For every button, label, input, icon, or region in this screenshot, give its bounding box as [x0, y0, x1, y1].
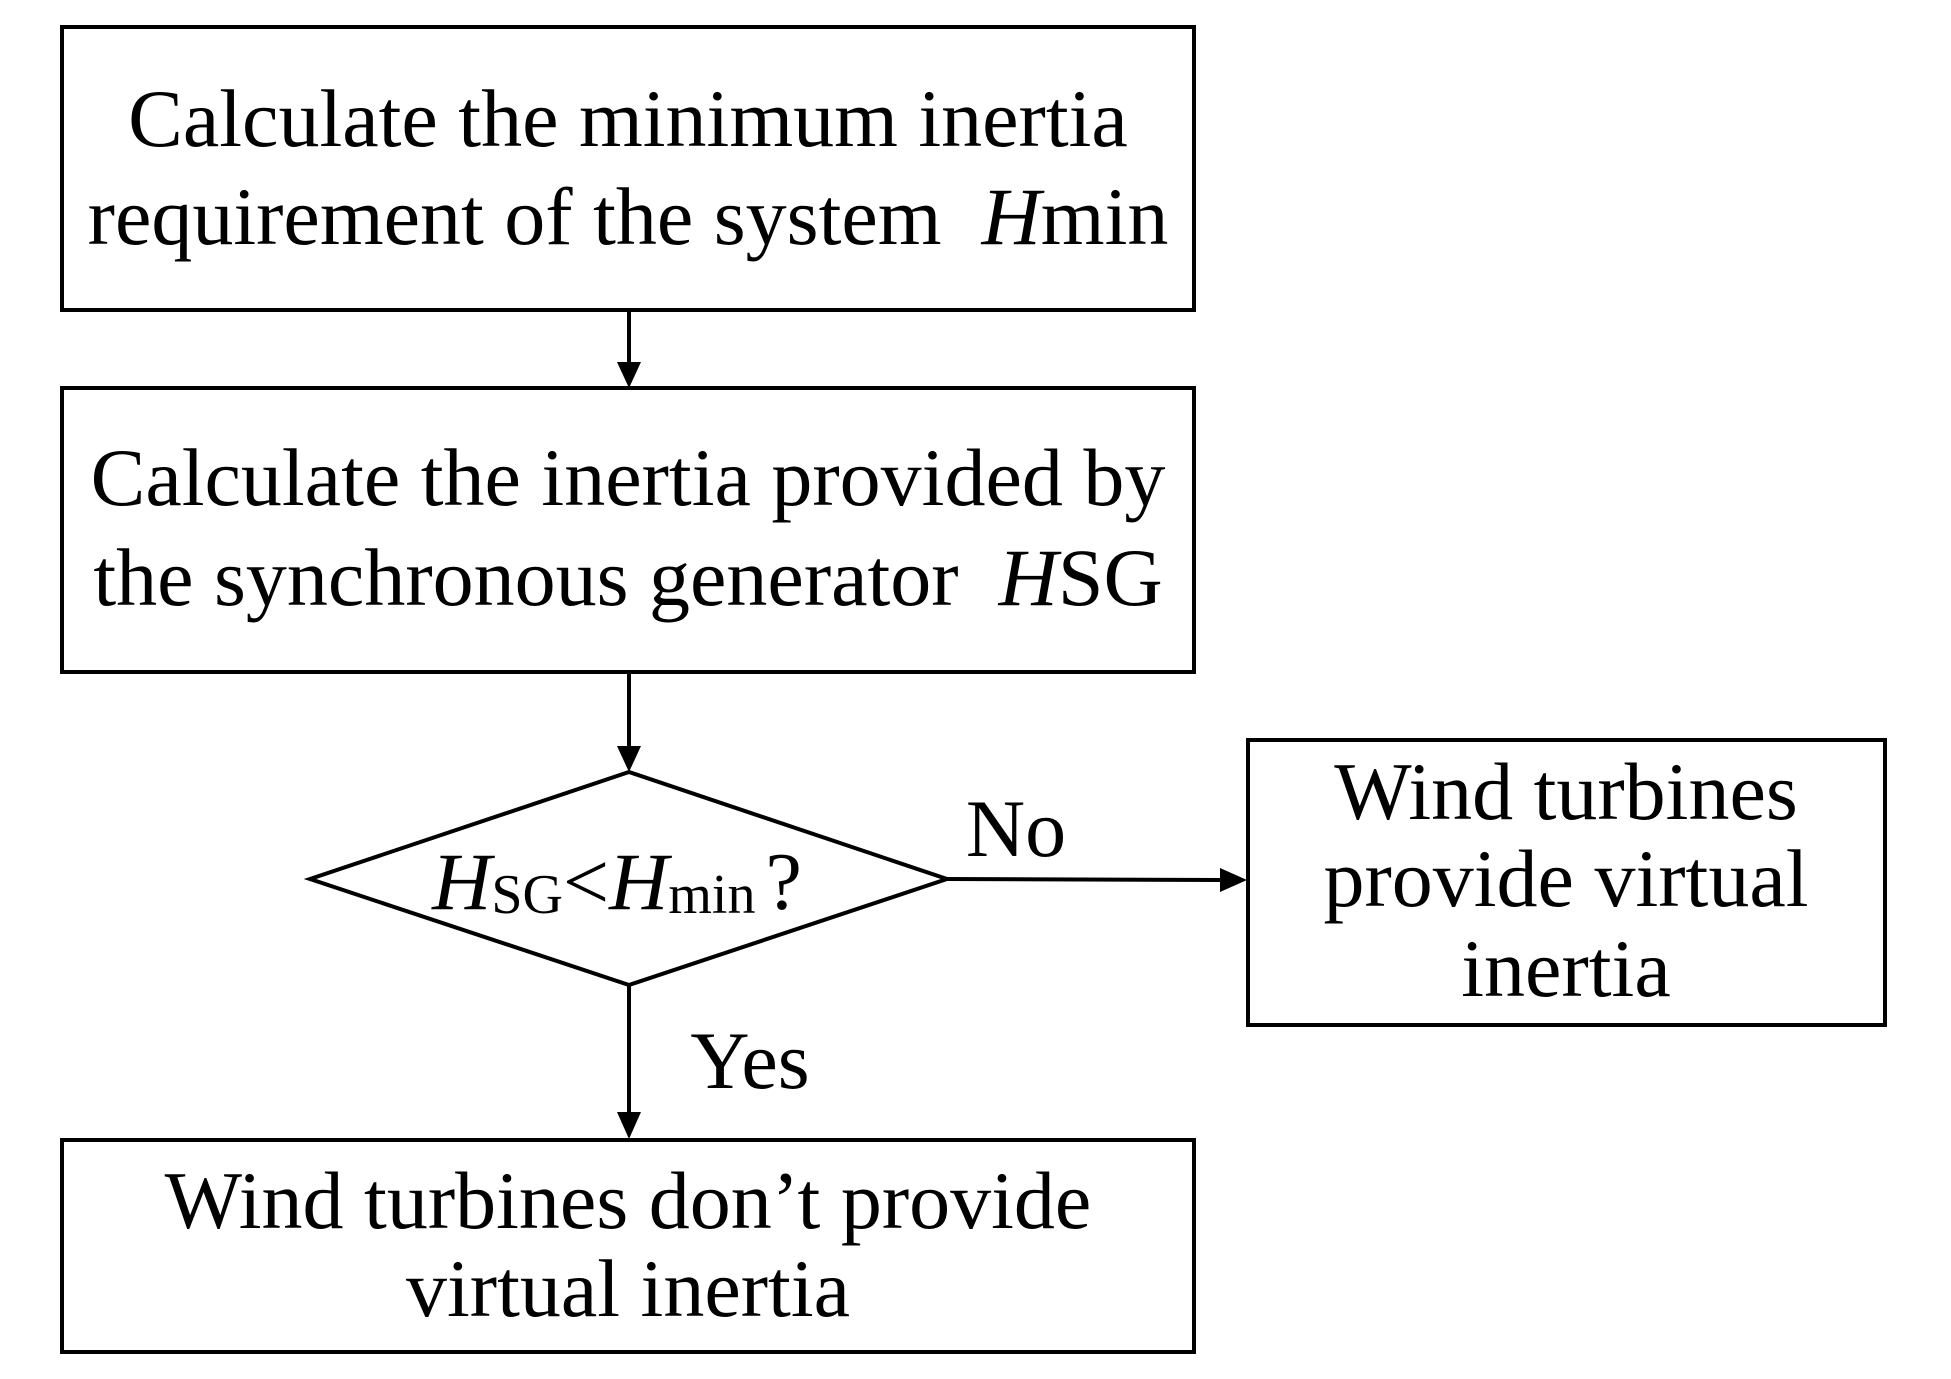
no-branch-label-text: No: [966, 783, 1066, 874]
step-sg-inertia-symbol-suffix: SG: [1058, 532, 1163, 623]
arrowhead-step2-to-decision: [617, 746, 641, 772]
yes-branch-label-text: Yes: [690, 1015, 809, 1106]
arrowhead-step1-to-step2: [617, 362, 641, 388]
step-sg-inertia-line2-text: the synchronous generator: [93, 532, 958, 623]
step-sg-inertia-line1: Calculate the inertia provided by: [91, 432, 1166, 523]
yes-result-line1-text: Wind turbines don’t provide: [165, 1155, 1092, 1246]
no-result-line1: Wind turbines: [1334, 746, 1798, 837]
no-result-line2-text: provide virtual: [1323, 833, 1808, 924]
yes-result-line2: virtual inertia: [406, 1243, 850, 1334]
no-result-line3: inertia: [1461, 923, 1670, 1014]
decision-lhs-var: H: [431, 836, 495, 927]
arrowhead-decision-to-no-result: [1220, 868, 1247, 892]
yes-branch-label: Yes: [690, 1015, 809, 1106]
step-min-inertia-line2-text: requirement of the system: [88, 171, 942, 262]
decision-rhs-var: H: [608, 836, 672, 927]
step-min-inertia-symbol: H: [981, 171, 1045, 262]
no-result-line2: provide virtual: [1323, 833, 1808, 924]
no-branch-label: No: [966, 783, 1066, 874]
step-min-inertia-symbol-suffix: min: [1041, 171, 1169, 262]
step-min-inertia-line2: requirement of the system Hmin: [88, 171, 1169, 262]
step-min-inertia-box: [60, 25, 1196, 312]
arrowhead-decision-to-yes-result: [617, 1112, 641, 1139]
decision-question-mark: ?: [766, 836, 802, 927]
decision-lhs-sub: SG: [491, 864, 563, 926]
step-sg-inertia-symbol: H: [998, 532, 1062, 623]
decision-condition: HSG<Hmin?: [431, 836, 802, 927]
step-min-inertia-line1: Calculate the minimum inertia: [128, 73, 1128, 164]
no-result-line3-text: inertia: [1461, 923, 1670, 1014]
decision-operator: <: [563, 836, 609, 927]
step-sg-inertia-line2: the synchronous generator HSG: [93, 532, 1162, 623]
yes-result-box: [60, 1138, 1196, 1354]
no-result-line1-text: Wind turbines: [1334, 746, 1798, 837]
decision-rhs-sub: min: [668, 864, 755, 926]
step-min-inertia-line1-text: Calculate the minimum inertia: [128, 73, 1128, 164]
no-result-box: [1246, 738, 1887, 1027]
yes-result-line1: Wind turbines don’t provide: [165, 1155, 1092, 1246]
step-sg-inertia-line1-text: Calculate the inertia provided by: [91, 432, 1166, 523]
step-sg-inertia-box: [60, 386, 1196, 674]
arrow-decision-to-no-result: [946, 877, 1223, 882]
yes-result-line2-text: virtual inertia: [406, 1243, 850, 1334]
